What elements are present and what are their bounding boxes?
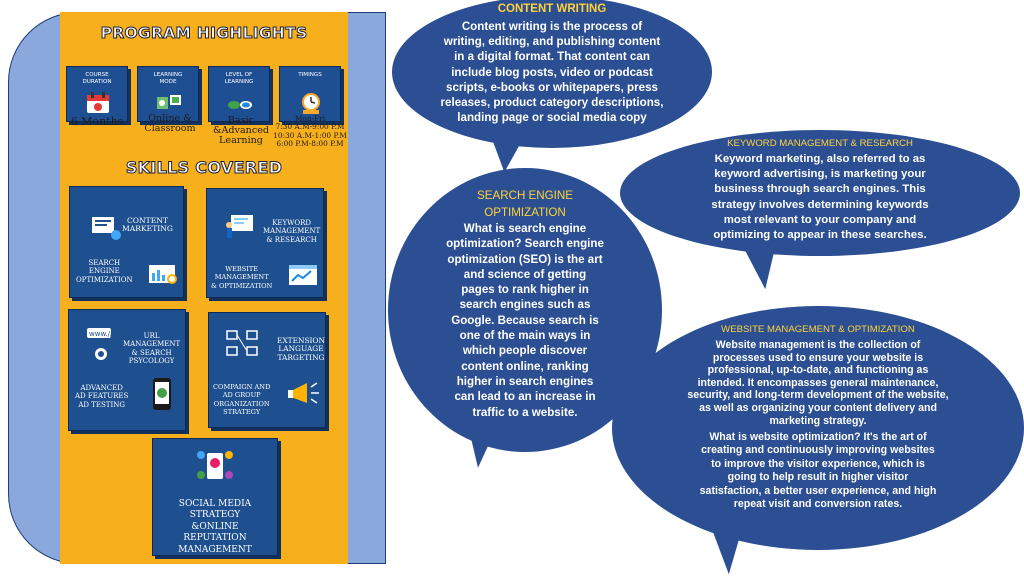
clock-icon <box>302 93 320 114</box>
keyword-text: Keyword marketing, also referred to as k… <box>711 153 929 242</box>
program-highlights-title: PROGRAM HIGHLIGHTS <box>100 24 308 43</box>
skill-card-content-seo: CONTENT MARKETING SEARCH ENGINE OPTIMIZA… <box>69 186 184 298</box>
seo-title: SEARCH ENGINE OPTIMIZATION <box>477 189 573 219</box>
learning-mode-value: Online & Classroom <box>144 113 196 134</box>
timings-value: Mon-Fri 7:30 A.M-9:00 P.M 10:30 A.M-1:00… <box>273 114 347 149</box>
course-duration-value: 6 Months <box>70 115 124 128</box>
calendar-icon <box>87 92 109 113</box>
svg-text:www.//: www.// <box>89 330 113 338</box>
skill-card-social-media: SOCIAL MEDIA STRATEGY &ONLINE REPUTATION… <box>152 438 278 556</box>
ad-testing-phone-icon <box>153 378 171 410</box>
website-management-icon <box>289 265 317 285</box>
seo-text: What is search engine optimization? Sear… <box>446 222 604 419</box>
website-text: Website management is the collection of … <box>687 339 949 427</box>
skill-card-url-ad: www.// URL MANAGEMENT & SEARCH PSYCOLOGY… <box>68 309 186 431</box>
highlight-timings: TIMINGS <box>279 66 341 122</box>
website-optimization-text: What is website optimization? It's the a… <box>699 431 937 511</box>
extension-icon <box>226 330 258 356</box>
content-writing-title: CONTENT WRITING <box>497 3 607 15</box>
level-icon <box>228 101 252 109</box>
classroom-icon <box>157 95 181 109</box>
content-writing-text: Content writing is the process of writin… <box>440 20 664 125</box>
keyword-title: KEYWORD MANAGEMENT & RESEARCH <box>727 138 913 149</box>
url-icon: www.// <box>87 328 113 360</box>
megaphone-icon <box>288 382 319 404</box>
highlight-course-duration: COURSE DURATION <box>66 66 128 122</box>
skill-card-keyword-website: KEYWORD MANAGEMENT & RESEARCH WEBSITE MA… <box>206 188 324 298</box>
seo-icon <box>149 265 177 284</box>
website-title: WEBSITE MANAGEMENT & OPTIMIZATION <box>721 324 915 335</box>
bubble-content-writing <box>392 0 712 148</box>
highlight-level: LEVEL OF LEARNING <box>208 66 270 122</box>
learning-level-value: Basic &Advanced Learning <box>212 115 270 146</box>
social-media-icon <box>197 451 233 479</box>
highlight-learning-mode: LEARNING MODE <box>137 66 199 122</box>
skills-covered-title: SKILLS COVERED <box>125 158 283 178</box>
skill-card-extension-campaign: EXTENSION LANGUAGE TARGETING COMPAIGN AN… <box>208 312 326 428</box>
program-poster: PROGRAM HIGHLIGHTS COURSE DURATION LEARN… <box>60 12 348 564</box>
keyword-research-icon <box>226 215 253 238</box>
content-marketing-icon <box>92 217 121 240</box>
bubble-website <box>612 306 1024 550</box>
bubble-keyword <box>620 130 1020 256</box>
